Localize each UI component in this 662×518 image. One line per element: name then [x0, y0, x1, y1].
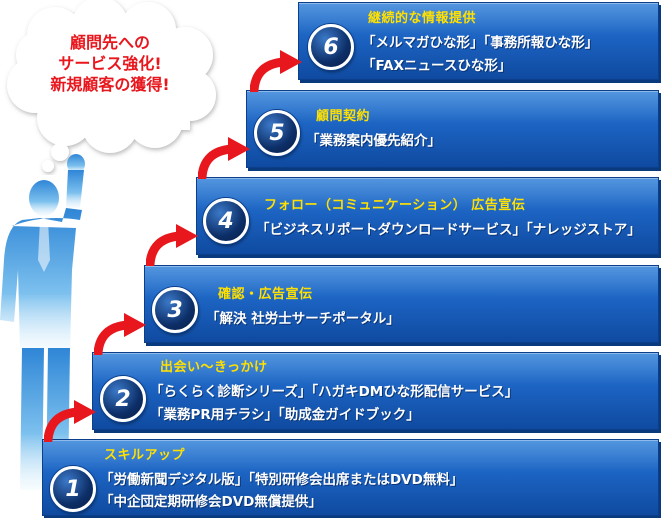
step-6-line-2: 「FAXニュースひな形」	[362, 58, 512, 74]
step-4-title: フォロー（コミュニケーション） 広告宣伝	[264, 198, 526, 213]
arrow-icon-1-to-2	[44, 400, 96, 442]
arrow-icon-4-to-5	[198, 137, 250, 179]
step-2-number-badge: 2	[100, 376, 146, 422]
step-5-panel	[246, 90, 659, 168]
bubble-line: 顧問先への	[69, 33, 150, 52]
step-4-line-1: 「ビジネスリポートダウンロードサービス」「ナレッジストア」	[256, 222, 641, 238]
step-2-panel	[92, 352, 659, 430]
arrow-icon-2-to-3	[94, 313, 146, 355]
step-3-line-1: 「解決 社労士サーチポータル」	[206, 311, 400, 327]
step-3-number-badge: 3	[152, 287, 198, 333]
step-2-title: 出会い〜きっかけ	[160, 360, 268, 375]
step-6-panel	[298, 2, 659, 80]
step-4-number-badge: 4	[203, 198, 249, 244]
step-1-panel	[42, 439, 659, 516]
bubble-message: 顧問先への サービス強化! 新規顧客の獲得!	[20, 32, 200, 95]
speech-bubble	[7, 0, 216, 172]
step-2-line-1: 「らくらく診断シリーズ」「ハガキDMひな形配信サービス」	[150, 384, 519, 400]
step-1-title: スキルアップ	[104, 448, 186, 463]
step-1-number-badge: 1	[50, 466, 96, 512]
step-1-line-1: 「労働新聞デジタル版」「特別研修会出席またはDVD無料」	[100, 472, 464, 488]
step-5-number-badge: 5	[254, 110, 300, 156]
bubble-line: 新規顧客の獲得!	[50, 75, 170, 94]
step-4-panel	[196, 177, 659, 255]
step-3-title: 確認・広告宣伝	[218, 287, 313, 302]
step-6-line-1: 「メルマガひな形」「事務所報ひな形」	[362, 35, 599, 51]
step-6-number-badge: 6	[308, 24, 354, 70]
step-5-line-1: 「業務案内優先紹介」	[306, 133, 441, 149]
step-5-title: 顧問契約	[316, 109, 371, 124]
step-6-title: 継続的な情報提供	[368, 11, 477, 26]
step-1-line-2: 「中企団定期研修会DVD無償提供」	[100, 494, 322, 510]
bubble-line: サービス強化!	[58, 54, 162, 73]
arrow-icon-3-to-4	[146, 224, 198, 266]
step-3-panel	[144, 265, 659, 343]
step-2-line-2: 「業務PR用チラシ」「助成金ガイドブック」	[150, 407, 420, 423]
arrow-icon-5-to-6	[250, 50, 302, 92]
